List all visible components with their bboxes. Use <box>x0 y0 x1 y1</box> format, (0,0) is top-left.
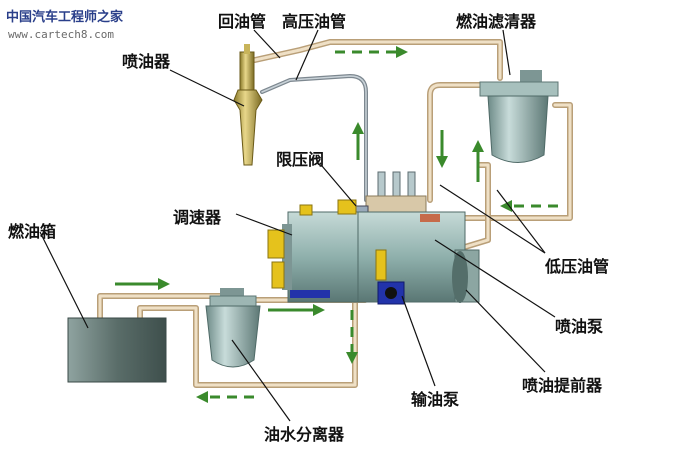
pipes <box>97 39 573 388</box>
label-injector: 喷油器 <box>122 52 171 71</box>
low-pressure-pipe-left <box>427 82 483 203</box>
label-oil-water-separator: 油水分离器 <box>264 425 345 444</box>
label-fuel-filter: 燃油滤清器 <box>456 12 537 31</box>
watermark-url: www.cartech8.com <box>8 28 114 41</box>
injector-shape <box>233 44 263 166</box>
label-low-pressure-pipe: 低压油管 <box>545 257 610 276</box>
leader-lines <box>39 29 556 422</box>
label-injection-pump: 喷油泵 <box>555 317 604 336</box>
arrow-hp-up <box>352 122 364 160</box>
label-return-pipe: 回油管 <box>218 12 267 31</box>
governor-shape <box>267 199 359 303</box>
arrow-return-tank <box>196 391 254 403</box>
label-feed-pump: 输油泵 <box>411 390 460 409</box>
watermark-brand: 中国汽车工程师之家 <box>6 10 124 25</box>
return-pipe <box>252 39 503 81</box>
arrow-pump-down <box>346 310 358 364</box>
fuel-filter-shape <box>479 70 559 163</box>
label-high-pressure-pipe: 高压油管 <box>282 12 347 31</box>
label-pressure-limit-valve: 限压阀 <box>276 150 325 169</box>
label-governor: 调速器 <box>173 208 222 227</box>
label-timing-advancer: 喷油提前器 <box>522 376 603 395</box>
label-fuel-tank: 燃油箱 <box>8 222 57 241</box>
injection-pump-shape <box>354 171 480 305</box>
arrow-return <box>335 46 408 58</box>
arrow-loop-left <box>500 200 558 212</box>
high-pressure-pipe <box>260 74 368 202</box>
arrow-loop-down <box>436 130 448 168</box>
oil-water-separator-shape <box>205 288 261 368</box>
fuel-tank-shape <box>67 317 167 383</box>
arrow-tank-out <box>115 278 170 290</box>
arrow-separator-out <box>268 304 325 316</box>
arrow-filter-up <box>472 140 484 182</box>
